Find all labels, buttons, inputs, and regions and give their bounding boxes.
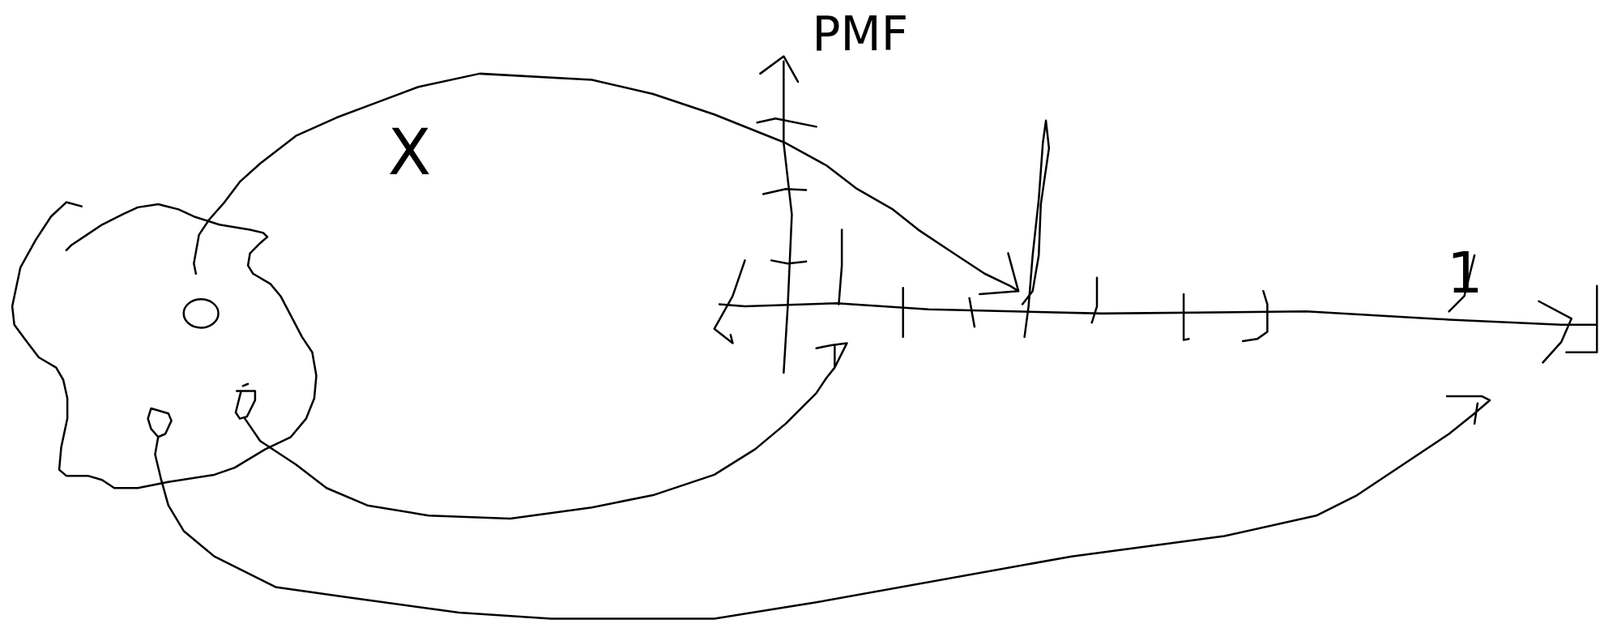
long-curve xyxy=(154,396,1490,619)
axis-ticks xyxy=(757,118,817,264)
tick-mark xyxy=(838,230,842,305)
eye xyxy=(183,298,219,328)
head-outline xyxy=(12,202,316,489)
vertical-axis xyxy=(759,55,798,372)
axis-title: PMF xyxy=(812,10,909,58)
pointer-arrowhead xyxy=(979,253,1019,295)
thought-bubble-upper xyxy=(193,73,1019,291)
variable-label: X xyxy=(388,120,431,184)
pmf-spike xyxy=(1022,120,1050,338)
axis-value: 1 xyxy=(1446,244,1484,302)
left-arrow xyxy=(714,260,746,343)
eye xyxy=(235,384,256,419)
axis-ticks xyxy=(903,277,1268,342)
thought-bubble-lower xyxy=(244,342,847,519)
nostril xyxy=(148,408,172,437)
